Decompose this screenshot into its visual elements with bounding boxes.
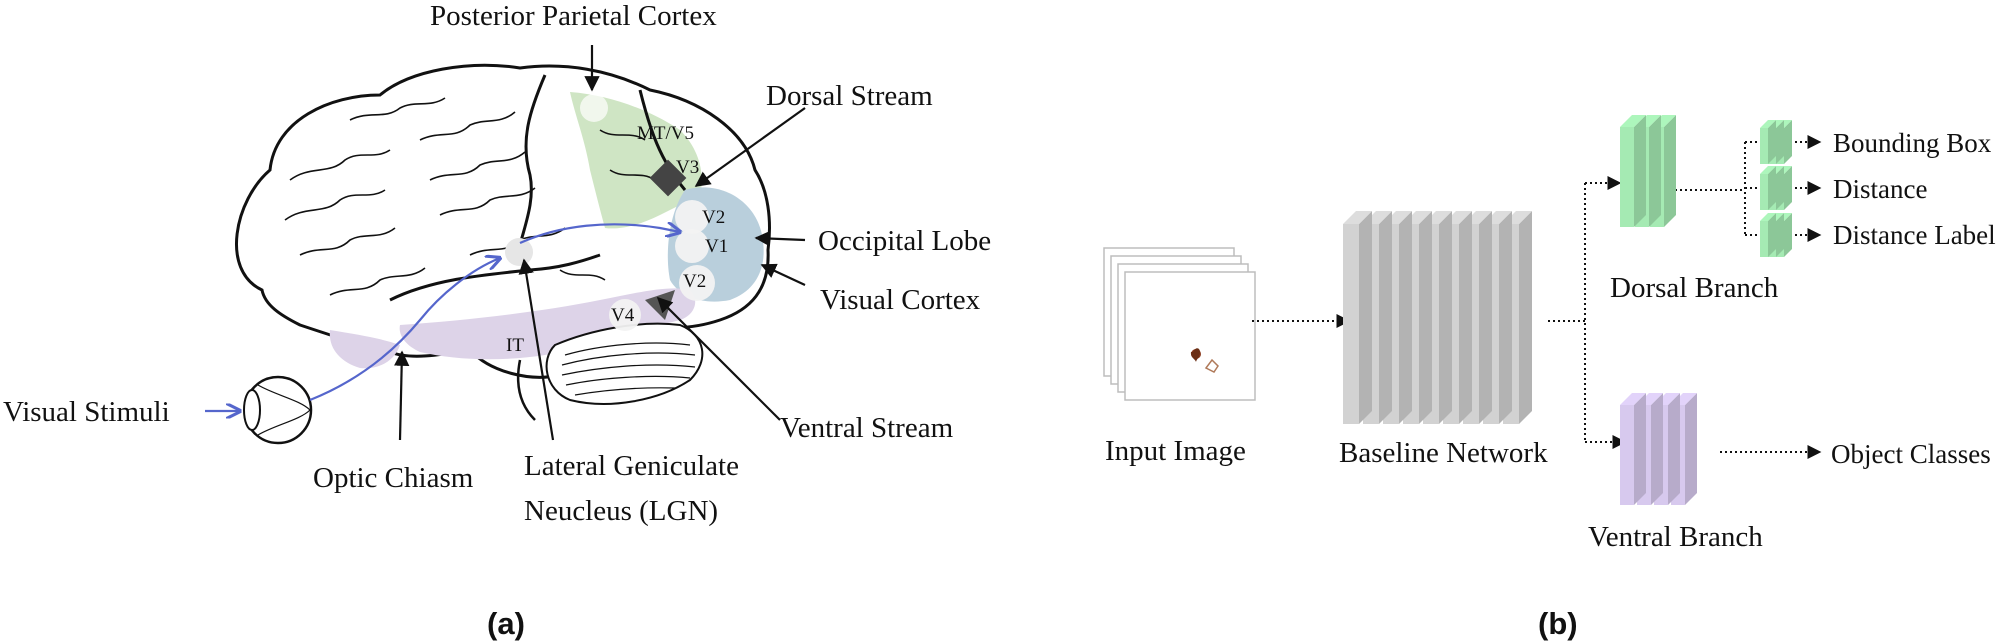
label-ventral-stream: Ventral Stream [780, 412, 954, 444]
label-visual-cortex: Visual Cortex [820, 284, 981, 316]
head-distance-label-slab-side [1784, 213, 1792, 257]
label-optic-chiasm: Optic Chiasm [313, 462, 474, 494]
head-distance-label-slab [1760, 221, 1768, 257]
head-bbox-slab [1760, 128, 1768, 164]
output-bounding-box: Bounding Box [1833, 128, 1992, 158]
area-v2-top: V2 [702, 207, 726, 228]
head-distance-label-slab-side [1768, 213, 1776, 257]
ventral-slab [1620, 405, 1634, 505]
head-distance-slab-top [1760, 166, 1776, 174]
head-distance-slab [1760, 174, 1768, 210]
dorsal-slab-top [1620, 115, 1646, 127]
panel-b-caption: (b) [1538, 606, 1578, 641]
output-object-classes: Object Classes [1831, 439, 1991, 469]
baseline-network [1343, 211, 1532, 424]
baseline-slab-side [1499, 211, 1512, 424]
area-mt-v5: MT/V5 [637, 123, 694, 144]
label-lgn-line2: Neucleus (LGN) [524, 495, 719, 527]
leader-lines [393, 45, 806, 441]
dorsal-branch [1620, 115, 1676, 227]
visual-pathway [205, 224, 680, 411]
baseline-slab-top [1343, 211, 1372, 224]
baseline-slab-side [1519, 211, 1532, 424]
baseline-slab-side [1379, 211, 1392, 424]
dorsal-slab-side [1634, 115, 1646, 227]
eye-icon [243, 375, 313, 445]
dorsal-slab [1620, 127, 1634, 227]
baseline-slab-side [1479, 211, 1492, 424]
panel-a-caption: (a) [487, 606, 525, 641]
baseline-slab-side [1359, 211, 1372, 424]
head-bbox-slab-side [1768, 120, 1776, 164]
output-distance-label: Distance Label [1833, 220, 1996, 250]
ventral-branch [1620, 393, 1697, 505]
head-distance-slab-side [1768, 166, 1776, 210]
input-image-stack [1103, 247, 1256, 401]
baseline-slab-side [1419, 211, 1432, 424]
baseline-slab [1343, 224, 1359, 424]
ventral-slab-side [1668, 393, 1680, 505]
head-distance-slab-side [1784, 166, 1792, 210]
area-v3: V3 [676, 157, 700, 178]
area-it: IT [506, 335, 524, 356]
baseline-slab-side [1399, 211, 1412, 424]
head-bbox-slab-side [1776, 120, 1784, 164]
label-dorsal-branch: Dorsal Branch [1610, 272, 1779, 304]
label-lgn-line1: Lateral Geniculate [524, 450, 739, 482]
branch-connectors [1548, 135, 1822, 459]
label-dorsal-stream: Dorsal Stream [766, 80, 933, 112]
head-distance-label-slab-side [1776, 213, 1784, 257]
head-bbox-slab-top [1760, 120, 1776, 128]
output-distance: Distance [1833, 174, 1928, 204]
area-v1: V1 [705, 236, 729, 257]
dorsal-slab-side [1649, 115, 1661, 227]
label-ventral-branch: Ventral Branch [1588, 521, 1763, 553]
label-input-image: Input Image [1105, 435, 1246, 467]
label-occipital-lobe: Occipital Lobe [818, 225, 992, 257]
label-posterior-parietal-cortex: Posterior Parietal Cortex [430, 0, 717, 32]
label-baseline-network: Baseline Network [1339, 437, 1548, 469]
ventral-slab-side [1651, 393, 1663, 505]
baseline-slab-side [1439, 211, 1452, 424]
area-v2-bottom: V2 [683, 271, 707, 292]
area-v4: V4 [611, 305, 635, 326]
head-distance-label-slab-top [1760, 213, 1776, 221]
baseline-slab-side [1459, 211, 1472, 424]
head-bbox-slab-side [1784, 120, 1792, 164]
dorsal-heads [1760, 120, 1792, 257]
dorsal-slab-side [1664, 115, 1676, 227]
head-distance-slab-side [1776, 166, 1784, 210]
ventral-slab-side [1685, 393, 1697, 505]
ventral-slab-side [1634, 393, 1646, 505]
ventral-slab-top [1620, 393, 1646, 405]
label-visual-stimuli: Visual Stimuli [3, 396, 170, 428]
